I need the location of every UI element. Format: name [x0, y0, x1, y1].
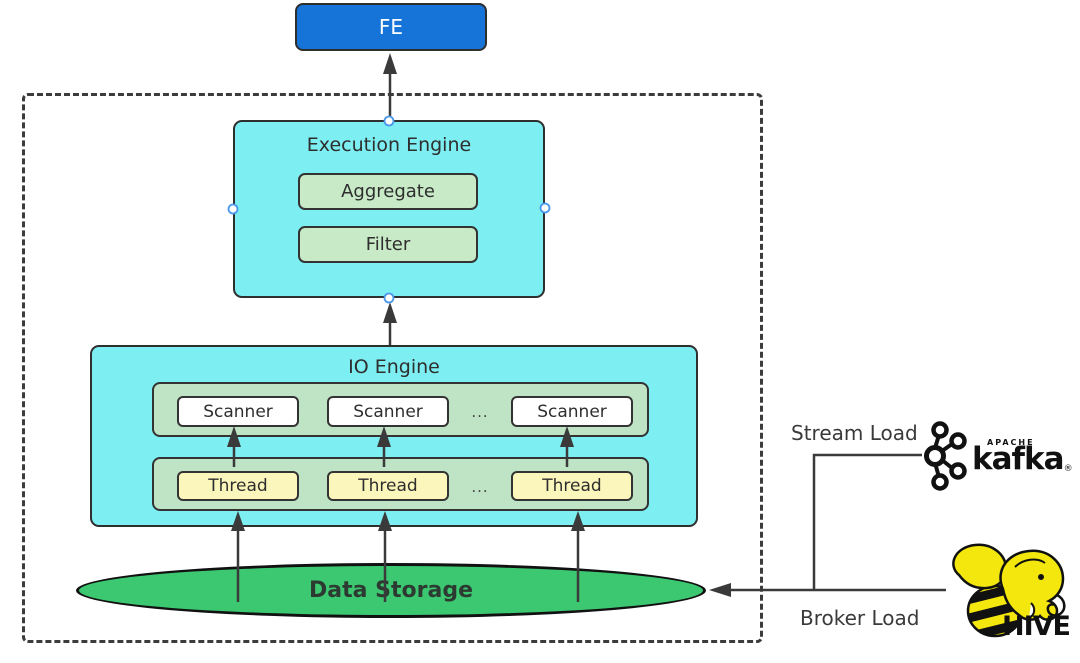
kafka-icon: [924, 421, 967, 491]
thread-ellipsis: ...: [471, 477, 489, 496]
stream-load-label: Stream Load: [791, 421, 918, 445]
thread-node[interactable]: Thread: [511, 471, 633, 501]
scanner-ellipsis: ...: [471, 402, 489, 421]
hive-bee-icon: HIVE: [952, 543, 1071, 642]
kafka-registered-mark: ®: [1063, 464, 1073, 474]
filter-node[interactable]: Filter: [298, 226, 478, 263]
be-boundary: [22, 93, 763, 643]
thread-node[interactable]: Thread: [327, 471, 449, 501]
thread-node[interactable]: Thread: [177, 471, 299, 501]
data-storage-label: Data Storage: [309, 578, 473, 603]
execution-engine-title: Execution Engine: [306, 134, 472, 156]
aggregate-node[interactable]: Aggregate: [298, 173, 478, 210]
execution-engine-node[interactable]: Execution Engine Aggregate Filter: [233, 120, 545, 298]
io-engine-title: IO Engine: [348, 356, 440, 378]
scanner-node[interactable]: Scanner: [327, 396, 449, 427]
broker-load-label: Broker Load: [800, 606, 920, 630]
data-storage-node[interactable]: Data Storage: [76, 563, 706, 618]
scanner-node[interactable]: Scanner: [177, 396, 299, 427]
fe-node[interactable]: FE: [295, 3, 487, 51]
scanner-node[interactable]: Scanner: [511, 396, 633, 427]
kafka-name-text: kafka: [972, 441, 1065, 477]
connector-kafka-stream-load: [812, 453, 922, 589]
io-engine-node[interactable]: IO Engine Scanner Scanner ... Scanner Th…: [90, 345, 698, 527]
kafka-apache-text: APACHE: [987, 438, 1035, 447]
thread-row: Thread Thread ... Thread: [152, 457, 649, 511]
hive-logo: HIVE: [945, 537, 1077, 653]
scanner-row: Scanner Scanner ... Scanner: [152, 382, 649, 437]
hive-wordmark: HIVE: [1002, 611, 1070, 642]
